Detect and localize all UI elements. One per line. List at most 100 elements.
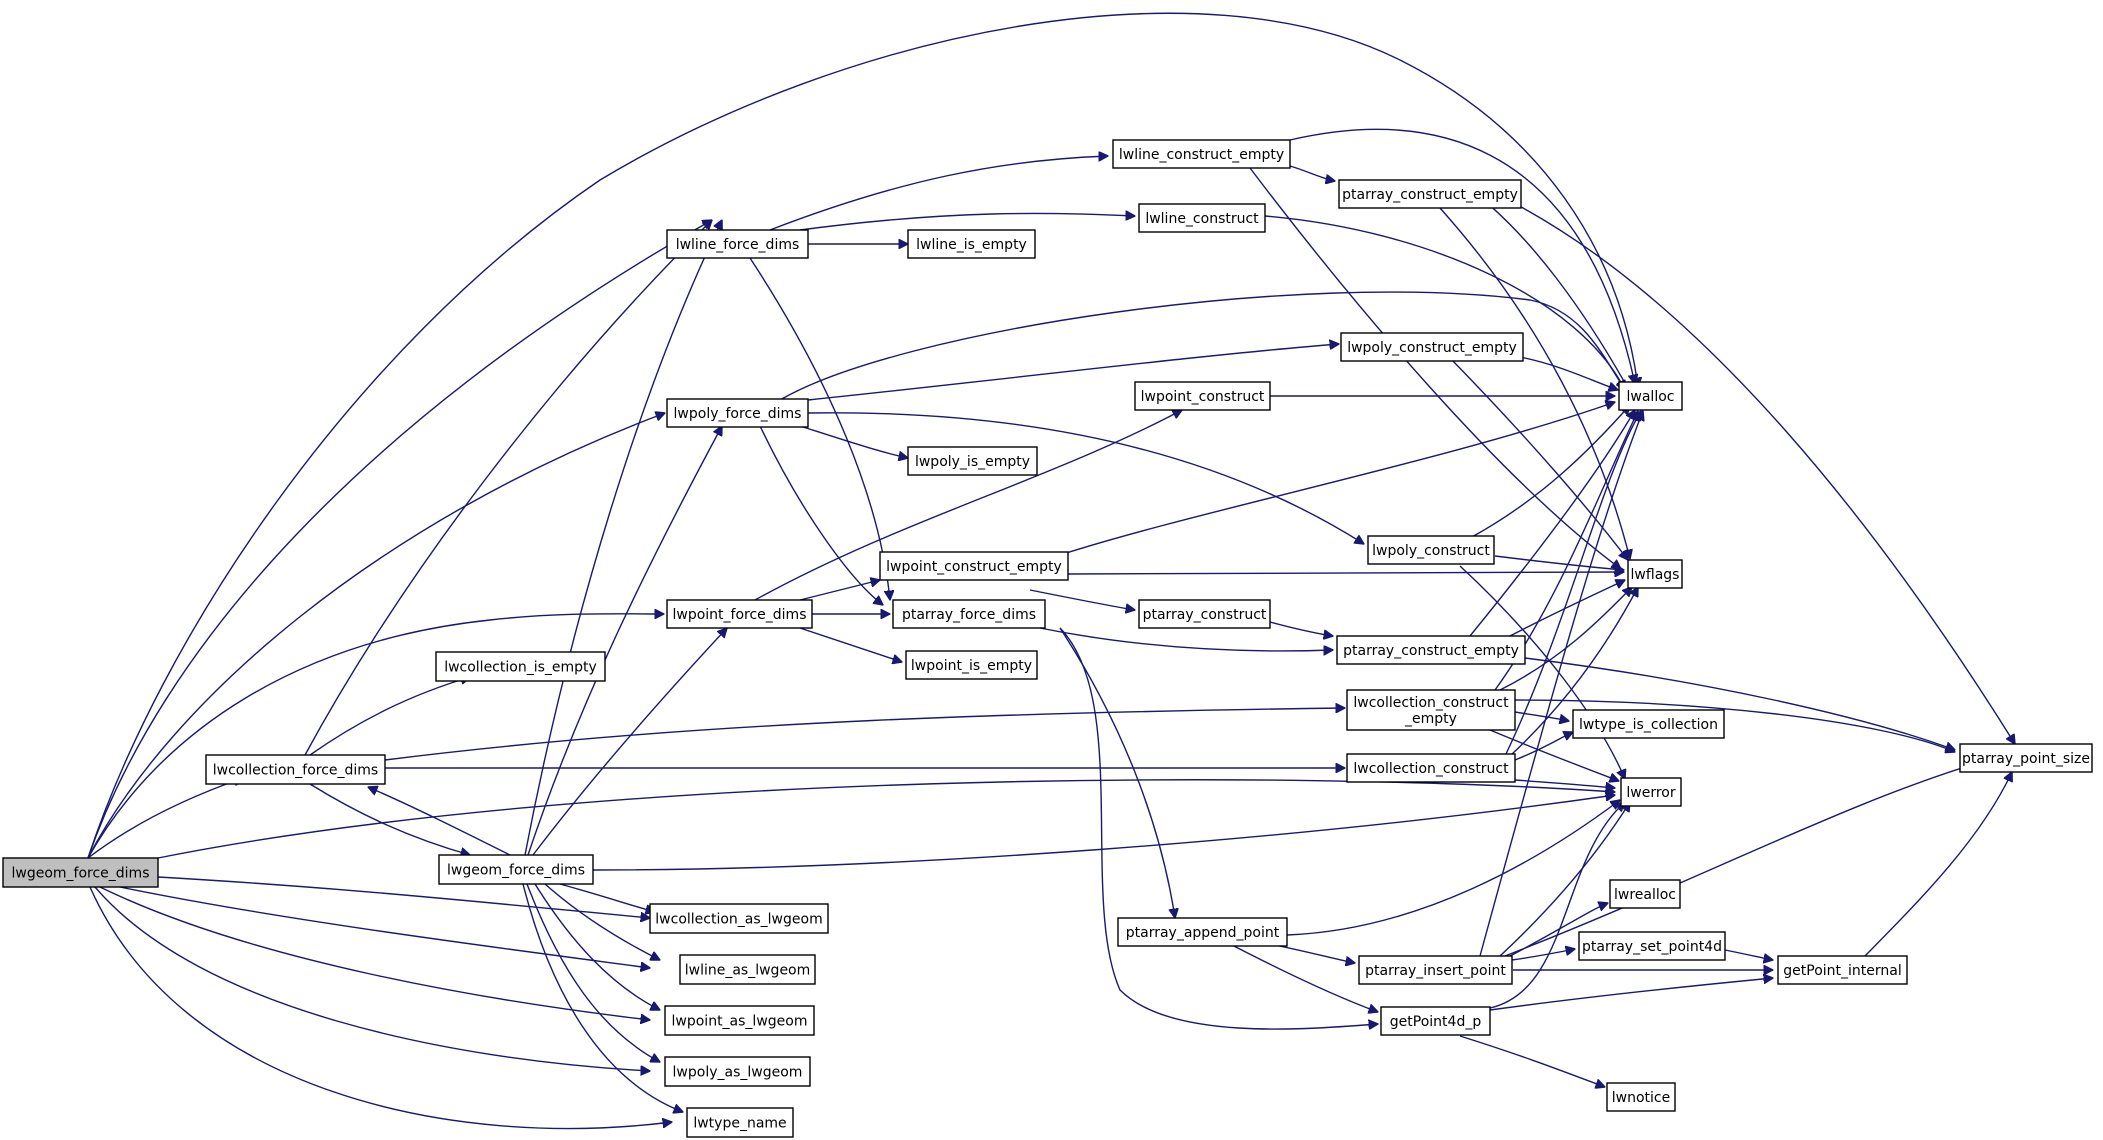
node-ptarray-construct[interactable]: ptarray_construct [1138, 599, 1271, 629]
node-label: lwrealloc [1614, 887, 1676, 903]
edge-getpoint4d-p-to-lwnotice [1459, 1035, 1605, 1087]
edge-ptarray-force-dims-to-getpoint4d-p [1059, 627, 1378, 1030]
node-lwtype-is-collection[interactable]: lwtype_is_collection [1572, 709, 1725, 739]
edge-lwgeom-force-dims-to-lwcollection-as-lwgeom [559, 883, 655, 912]
edge-lwpoly-construct-empty-to-lwflags [1449, 357, 1628, 560]
node-box [905, 650, 1038, 680]
edge-lwpoint-force-dims-to-lwpoint-is-empty [799, 627, 902, 662]
node-label: lwpoly_construct_empty [1347, 340, 1517, 356]
node-lwline-construct-empty[interactable]: lwline_construct_empty [1112, 139, 1291, 169]
edge-lwline-construct-empty-to-ptarray-construct-empty [1289, 165, 1335, 181]
node-getpoint4d-p[interactable]: getPoint4d_p [1380, 1006, 1491, 1036]
node-ptarray-force-dims[interactable]: ptarray_force_dims [892, 599, 1046, 629]
node-lwcollection-force-dims[interactable]: lwcollection_force_dims [205, 754, 386, 785]
edge-getpoint4d-p-to-getpoint-internal [1489, 978, 1773, 1011]
node-box [438, 854, 594, 885]
node-lwrealloc[interactable]: lwrealloc [1609, 879, 1681, 909]
edge-lwcollection-construct-to-lwtype-is-collection [1514, 732, 1573, 761]
node-lwline-force-dims[interactable]: lwline_force_dims [666, 229, 809, 259]
node-ptarray-insert-point[interactable]: ptarray_insert_point [1358, 955, 1513, 985]
edge-lwgeom-force-dims-to-lwline-force-dims [524, 220, 722, 856]
node-box [1138, 203, 1266, 233]
node-lwpoint-as-lwgeom[interactable]: lwpoint_as_lwgeom [664, 1005, 815, 1036]
node-label: lwgeom_force_dims [447, 863, 585, 879]
edge-ptarray-append-point-to-getpoint4d-p [1229, 943, 1378, 1012]
node-lwflags[interactable]: lwflags [1627, 559, 1683, 589]
node-lwgeom-force-dims[interactable]: lwgeom_force_dims [2, 857, 159, 888]
node-box [1609, 879, 1681, 909]
edge-lwpoint-construct-empty-to-lwalloc [1059, 402, 1615, 556]
node-label: ptarray_construct_empty [1343, 643, 1519, 659]
edge-lwgeom-force-dims-to-lwpoly-as-lwgeom [526, 883, 660, 1062]
node-lwpoly-construct[interactable]: lwpoly_construct [1367, 535, 1495, 565]
node-box [1777, 955, 1908, 985]
node-getpoint-internal[interactable]: getPoint_internal [1777, 955, 1908, 985]
node-box [664, 1056, 811, 1087]
node-label: lwcollection_construct [1353, 761, 1509, 777]
node-lwerror[interactable]: lwerror [1620, 777, 1682, 807]
edge-lwcollection-construct-empty-to-lwerror [1489, 729, 1619, 781]
node-lwcollection-construct-empty[interactable]: lwcollection_construct_empty [1346, 689, 1516, 731]
node-lwline-is-empty[interactable]: lwline_is_empty [907, 229, 1036, 259]
node-box [666, 229, 809, 259]
node-ptarray-point-size[interactable]: ptarray_point_size [1959, 743, 2093, 773]
node-lwpoly-as-lwgeom[interactable]: lwpoly_as_lwgeom [664, 1056, 811, 1087]
node-ptarray-set-point4d[interactable]: ptarray_set_point4d [1578, 931, 1726, 961]
node-lwcollection-as-lwgeom[interactable]: lwcollection_as_lwgeom [649, 903, 829, 934]
node-lwpoint-force-dims[interactable]: lwpoint_force_dims [666, 599, 813, 629]
node-lwgeom-force-dims-callee[interactable]: lwgeom_force_dims [438, 854, 594, 885]
node-label: ptarray_construct [1143, 607, 1267, 623]
edge-lwpoint-construct-empty-to-lwflags [1067, 572, 1624, 574]
node-label: lwnotice [1612, 1090, 1670, 1106]
node-lwpoint-is-empty[interactable]: lwpoint_is_empty [905, 650, 1038, 680]
node-box [879, 551, 1069, 581]
node-lwpoint-construct-empty[interactable]: lwpoint_construct_empty [879, 551, 1069, 581]
node-label: getPoint_internal [1783, 963, 1901, 979]
node-label: lwline_force_dims [676, 237, 800, 253]
edge-lwpoly-force-dims-to-lwpoly-is-empty [799, 425, 908, 458]
node-label: lwline_construct_empty [1119, 147, 1284, 163]
node-label: lwpoint_as_lwgeom [672, 1014, 808, 1030]
node-box [1627, 559, 1683, 589]
node-label: ptarray_point_size [1962, 751, 2090, 767]
node-label: lwalloc [1627, 389, 1675, 405]
edge-ptarray-insert-point-to-lwalloc [1479, 411, 1643, 957]
node-lwalloc[interactable]: lwalloc [1618, 381, 1683, 411]
edge-root-to-lwcollection-as-lwgeom [157, 876, 650, 918]
edge-lwline-construct-to-lwalloc [1264, 215, 1625, 390]
edge-ptarray-append-point-to-lwerror [1286, 800, 1620, 936]
node-lwcollection-is-empty[interactable]: lwcollection_is_empty [435, 651, 606, 682]
edge-root-to-lwline-as-lwgeom [119, 886, 650, 968]
node-label: lwpoint_construct_empty [886, 559, 1062, 575]
node-lwnotice[interactable]: lwnotice [1606, 1082, 1676, 1112]
edge-lwpoly-construct-to-lwflags [1494, 555, 1624, 570]
node-label: lwcollection_force_dims [213, 763, 378, 779]
node-lwpoly-is-empty[interactable]: lwpoly_is_empty [907, 446, 1038, 476]
edge-ptarray-construct-empty-top-to-ptarray-point-size [1469, 181, 2015, 744]
node-box [664, 1005, 815, 1036]
node-box [1358, 955, 1513, 985]
node-lwline-construct[interactable]: lwline_construct [1138, 203, 1266, 233]
node-box [1138, 599, 1271, 629]
edge-ptarray-set-point4d-to-getpoint-internal [1724, 949, 1773, 960]
node-label: lwpoint_force_dims [672, 607, 806, 623]
edge-lwpoly-force-dims-to-lwpoly-construct [807, 412, 1364, 544]
node-lwline-as-lwgeom[interactable]: lwline_as_lwgeom [679, 954, 816, 985]
node-lwpoly-force-dims[interactable]: lwpoly_force_dims [666, 398, 809, 428]
node-lwpoint-construct[interactable]: lwpoint_construct [1134, 381, 1271, 411]
node-lwpoly-construct-empty[interactable]: lwpoly_construct_empty [1340, 332, 1524, 362]
edge-lwpoint-force-dims-to-lwpoint-construct [754, 410, 1182, 601]
edge-lwcollection-construct-to-lwflags [1509, 587, 1638, 757]
node-label: lwcollection_construct [1353, 695, 1509, 711]
node-label: lwpoint_is_empty [911, 658, 1032, 674]
edge-lwline-force-dims-to-ptarray-force-dims [749, 257, 890, 600]
node-ptarray-append-point[interactable]: ptarray_append_point [1117, 917, 1288, 947]
node-label: lwpoint_construct [1141, 389, 1265, 405]
node-lwtype-name[interactable]: lwtype_name [686, 1107, 794, 1138]
node-label: lwline_is_empty [916, 237, 1027, 253]
node-label: lwcollection_is_empty [444, 660, 597, 676]
node-box [1578, 931, 1726, 961]
node-ptarray-construct-empty[interactable]: ptarray_construct_empty [1338, 179, 1522, 209]
node-lwcollection-construct[interactable]: lwcollection_construct [1346, 753, 1516, 783]
node-ptarray-construct-empty[interactable]: ptarray_construct_empty [1336, 635, 1526, 665]
